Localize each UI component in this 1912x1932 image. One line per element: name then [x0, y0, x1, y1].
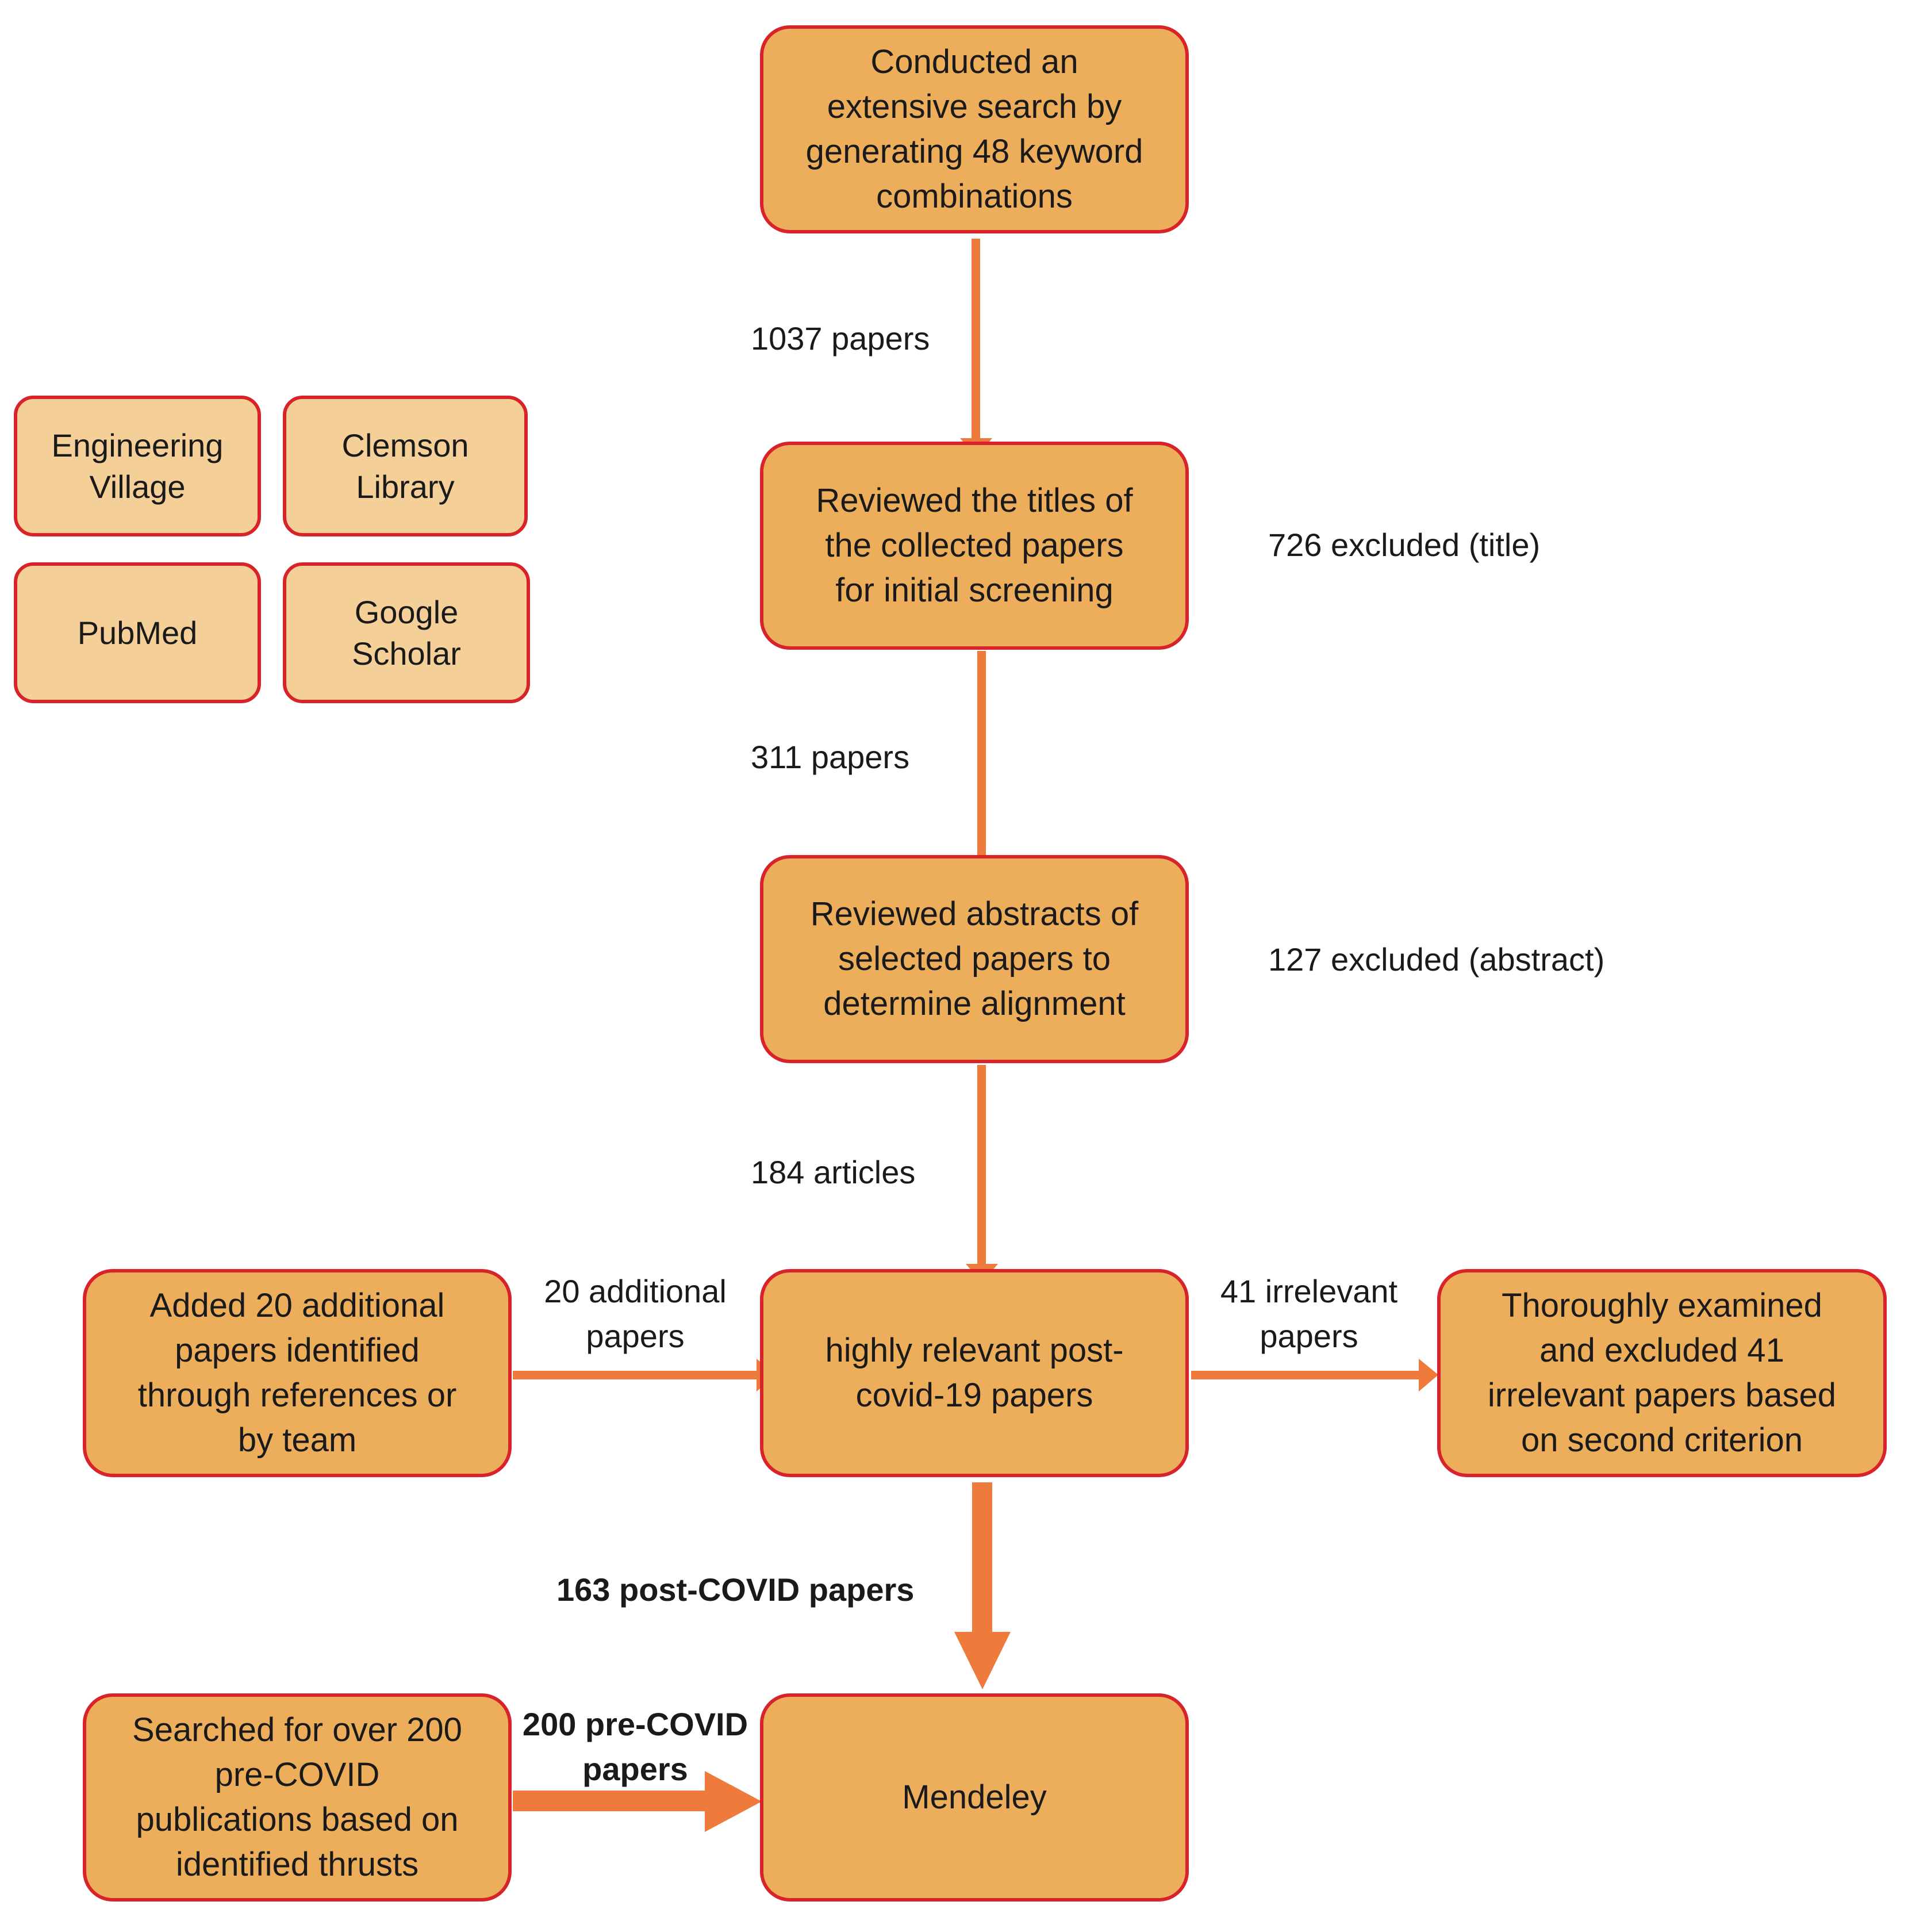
- label-20-additional: 20 additional papers: [544, 1273, 727, 1354]
- source-pubmed: PubMed: [14, 562, 261, 703]
- step-added-additional: Added 20 additional papers identified th…: [83, 1269, 512, 1477]
- label-41-irrelevant: 41 irrelevant papers: [1220, 1273, 1398, 1354]
- arrowhead-examined: [1419, 1359, 1438, 1392]
- step-search-precovid: Searched for over 200 pre-COVID publicat…: [83, 1693, 512, 1902]
- arrow-added-to-relevant: [513, 1371, 759, 1379]
- label-726-excluded: 726 excluded (title): [1268, 527, 1541, 563]
- arrow-relevant-to-examined: [1191, 1371, 1421, 1379]
- label-311-papers: 311 papers: [751, 739, 910, 775]
- step-review-titles: Reviewed the titles of the collected pap…: [760, 442, 1189, 650]
- step-highly-relevant: highly relevant post- covid-19 papers: [760, 1269, 1189, 1477]
- step-search: Conducted an extensive search by generat…: [760, 25, 1189, 233]
- arrow-titles-to-abstracts: [977, 651, 986, 858]
- arrow-relevant-to-mendeley: [972, 1482, 992, 1633]
- label-184-articles: 184 articles: [751, 1154, 916, 1190]
- arrow-precovid-to-mendeley: [513, 1791, 707, 1811]
- label-200-pre-covid: 200 pre-COVID papers: [522, 1706, 748, 1787]
- label-127-excluded: 127 excluded (abstract): [1268, 941, 1605, 977]
- arrowhead-mendeley: [954, 1632, 1011, 1689]
- arrowhead-precovid: [705, 1771, 762, 1832]
- label-1037-papers: 1037 papers: [751, 320, 930, 356]
- label-163-post-covid: 163 post-COVID papers: [556, 1571, 915, 1608]
- source-google-scholar: Google Scholar: [283, 562, 530, 703]
- step-review-abstracts: Reviewed abstracts of selected papers to…: [760, 855, 1189, 1063]
- step-thoroughly-examined: Thoroughly examined and excluded 41 irre…: [1437, 1269, 1887, 1477]
- arrow-search-to-titles: [972, 239, 980, 440]
- source-engineering-village: Engineering Village: [14, 396, 261, 536]
- step-mendeley: Mendeley: [760, 1693, 1189, 1902]
- source-clemson-library: Clemson Library: [283, 396, 528, 536]
- arrow-abstracts-to-relevant: [977, 1065, 986, 1266]
